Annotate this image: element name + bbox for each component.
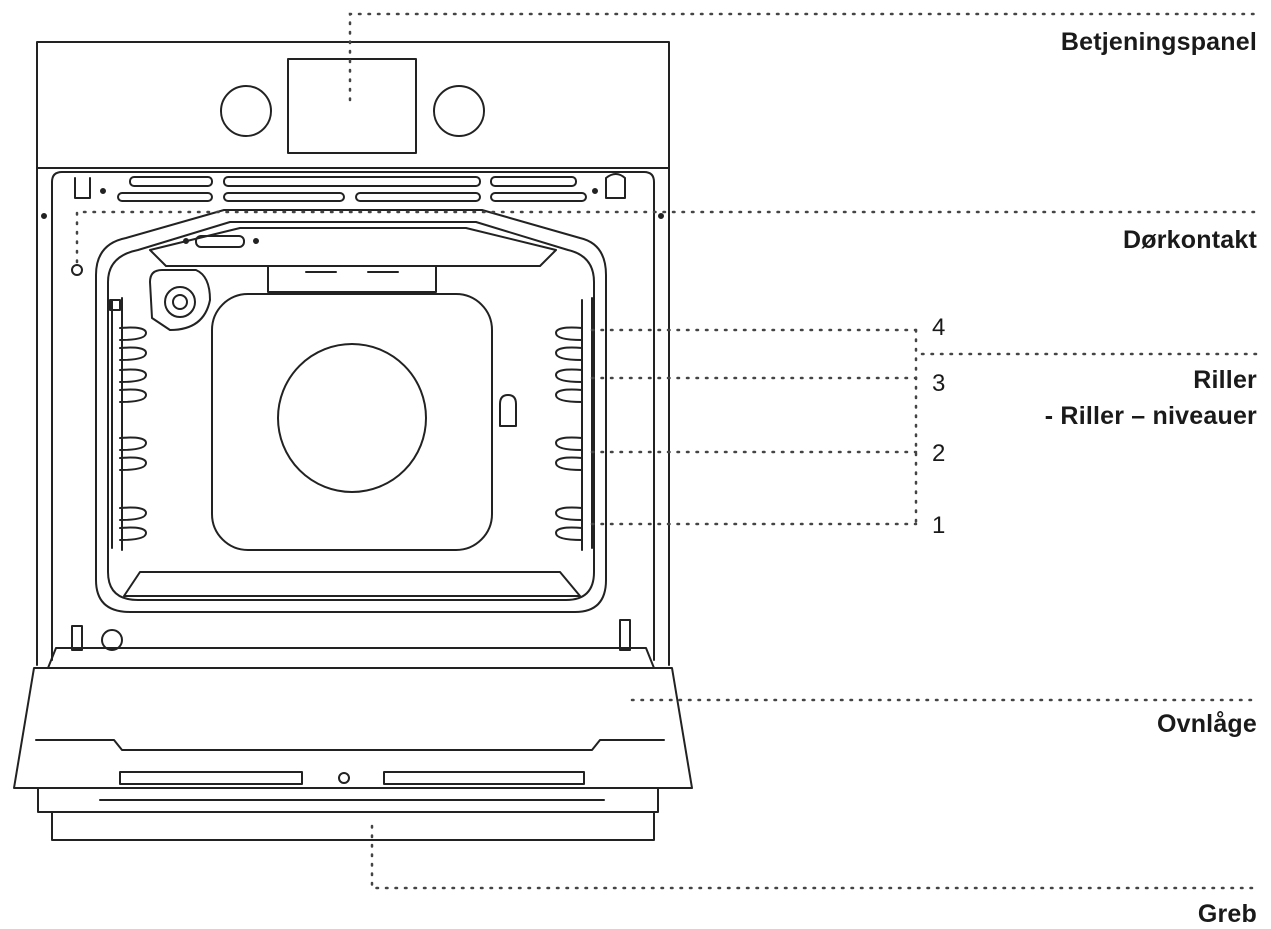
oven-door-label: Ovnlåge — [1156, 710, 1257, 738]
back-panel — [211, 293, 493, 551]
right-shelf-runners — [555, 297, 593, 551]
left-shelf-runners — [109, 297, 147, 551]
right-knob — [433, 85, 485, 137]
oven-door — [13, 619, 693, 789]
leader-lines — [75, 12, 1260, 890]
oven-handle — [37, 787, 659, 841]
door-contact-label: Dørkontakt — [1123, 226, 1257, 254]
shelf-level-1: 1 — [932, 512, 946, 539]
handle-label: Greb — [1197, 900, 1257, 928]
fan-cover — [277, 343, 427, 493]
oven-body — [36, 167, 670, 666]
oven-lamp — [195, 235, 245, 248]
shelf-level-2: 2 — [932, 440, 946, 467]
door-contact-icon — [71, 264, 83, 276]
shelf-level-3: 3 — [932, 370, 946, 397]
top-vents — [74, 173, 626, 202]
left-knob — [220, 85, 272, 137]
shelf-level-4: 4 — [932, 314, 946, 341]
display — [287, 58, 417, 154]
oven-cavity — [95, 209, 607, 613]
control-panel — [36, 41, 670, 169]
shelves-label: Riller — [1193, 366, 1257, 394]
control-panel-label: Betjeningspanel — [1060, 28, 1257, 56]
shelves-levels-label: - Riller – niveauer — [1044, 402, 1257, 430]
